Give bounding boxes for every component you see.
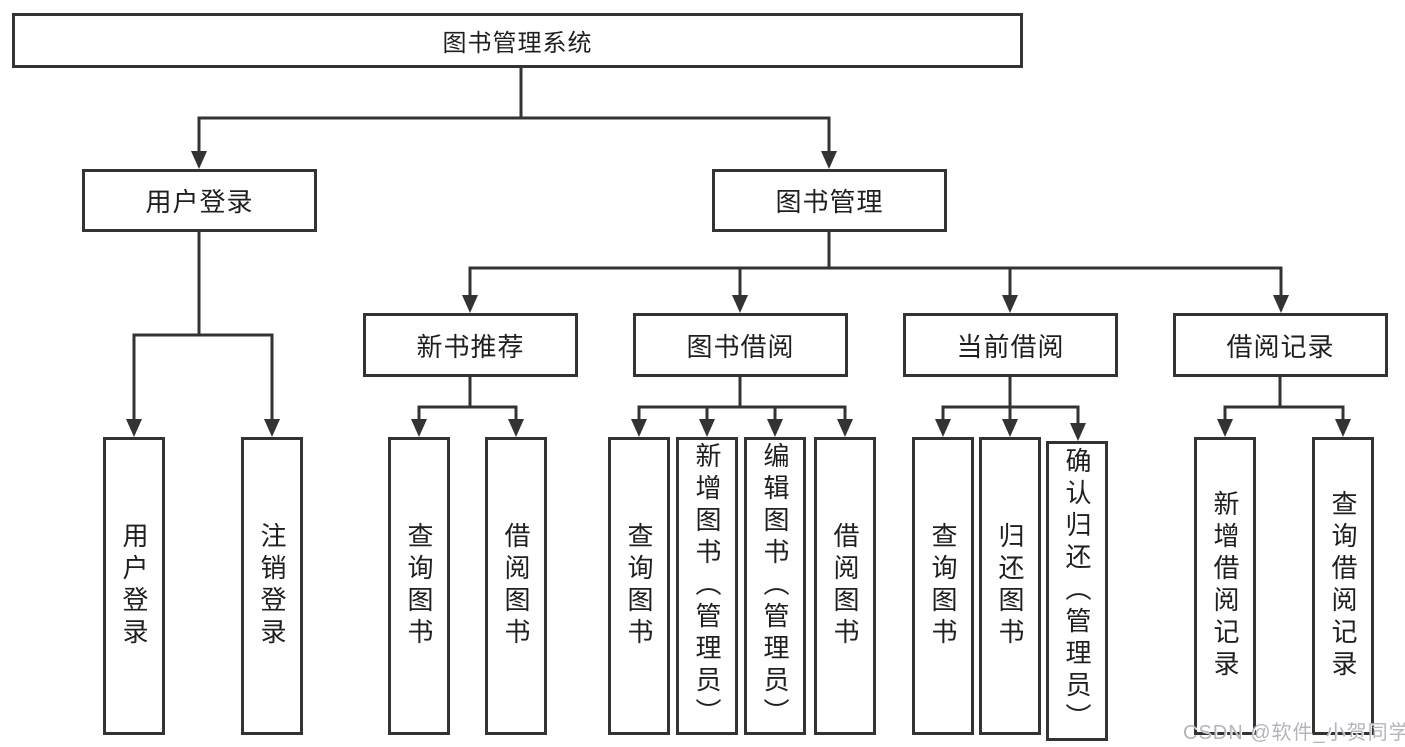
leaf-return-books: 归还图书 — [979, 437, 1041, 735]
leaf-add-books-admin-label: 新增图书（管理员） — [692, 442, 722, 730]
leaf-add-borrow-record-label: 新增借阅记录 — [1210, 490, 1240, 682]
leaf-borrow-books-recommend: 借阅图书 — [485, 437, 547, 735]
leaf-confirm-return-admin-label: 确认归还（管理员） — [1062, 447, 1092, 735]
node-library-system-root: 图书管理系统 — [12, 13, 1023, 68]
leaf-edit-books-admin: 编辑图书（管理员） — [744, 437, 806, 735]
leaf-return-books-label: 归还图书 — [995, 522, 1025, 650]
connector-records-branch — [1217, 377, 1351, 437]
csdn-watermark: CSDN @软件_小贺同学 — [1183, 722, 1405, 744]
node-user-login: 用户登录 — [82, 169, 317, 232]
connector-root-to-level2 — [191, 68, 837, 169]
leaf-query-books-recommend: 查询图书 — [388, 437, 450, 735]
leaf-query-books-current: 查询图书 — [912, 437, 974, 735]
leaf-edit-books-admin-label: 编辑图书（管理员） — [760, 442, 790, 730]
leaf-borrow-books-recommend-label: 借阅图书 — [501, 522, 531, 650]
node-book-management: 图书管理 — [712, 169, 947, 232]
node-book-borrow: 图书借阅 — [633, 313, 848, 377]
leaf-logout-label: 注销登录 — [257, 522, 287, 650]
leaf-logout: 注销登录 — [241, 437, 303, 735]
leaf-borrow-books: 借阅图书 — [814, 437, 876, 735]
node-current-borrow: 当前借阅 — [903, 313, 1118, 377]
leaf-query-books-current-label: 查询图书 — [928, 522, 958, 650]
leaf-user-login: 用户登录 — [103, 437, 165, 735]
leaf-confirm-return-admin: 确认归还（管理员） — [1046, 441, 1108, 741]
connector-book-management-branch — [462, 232, 1289, 313]
leaf-add-books-admin: 新增图书（管理员） — [676, 437, 738, 735]
leaf-user-login-label: 用户登录 — [119, 522, 149, 650]
leaf-query-borrow-record-label: 查询借阅记录 — [1328, 490, 1358, 682]
leaf-query-books-borrow: 查询图书 — [608, 437, 670, 735]
leaf-borrow-books-label: 借阅图书 — [830, 522, 860, 650]
connector-user-login-branch — [126, 232, 280, 437]
connector-new-book-branch — [411, 377, 524, 437]
connector-borrow-branch — [631, 377, 853, 437]
leaf-query-borrow-record: 查询借阅记录 — [1312, 437, 1374, 735]
leaf-query-books-recommend-label: 查询图书 — [404, 522, 434, 650]
leaf-add-borrow-record: 新增借阅记录 — [1194, 437, 1256, 735]
node-new-book-recommend: 新书推荐 — [363, 313, 578, 377]
leaf-query-books-borrow-label: 查询图书 — [624, 522, 654, 650]
node-borrow-records: 借阅记录 — [1173, 313, 1388, 377]
connector-current-borrow-branch — [935, 377, 1086, 441]
